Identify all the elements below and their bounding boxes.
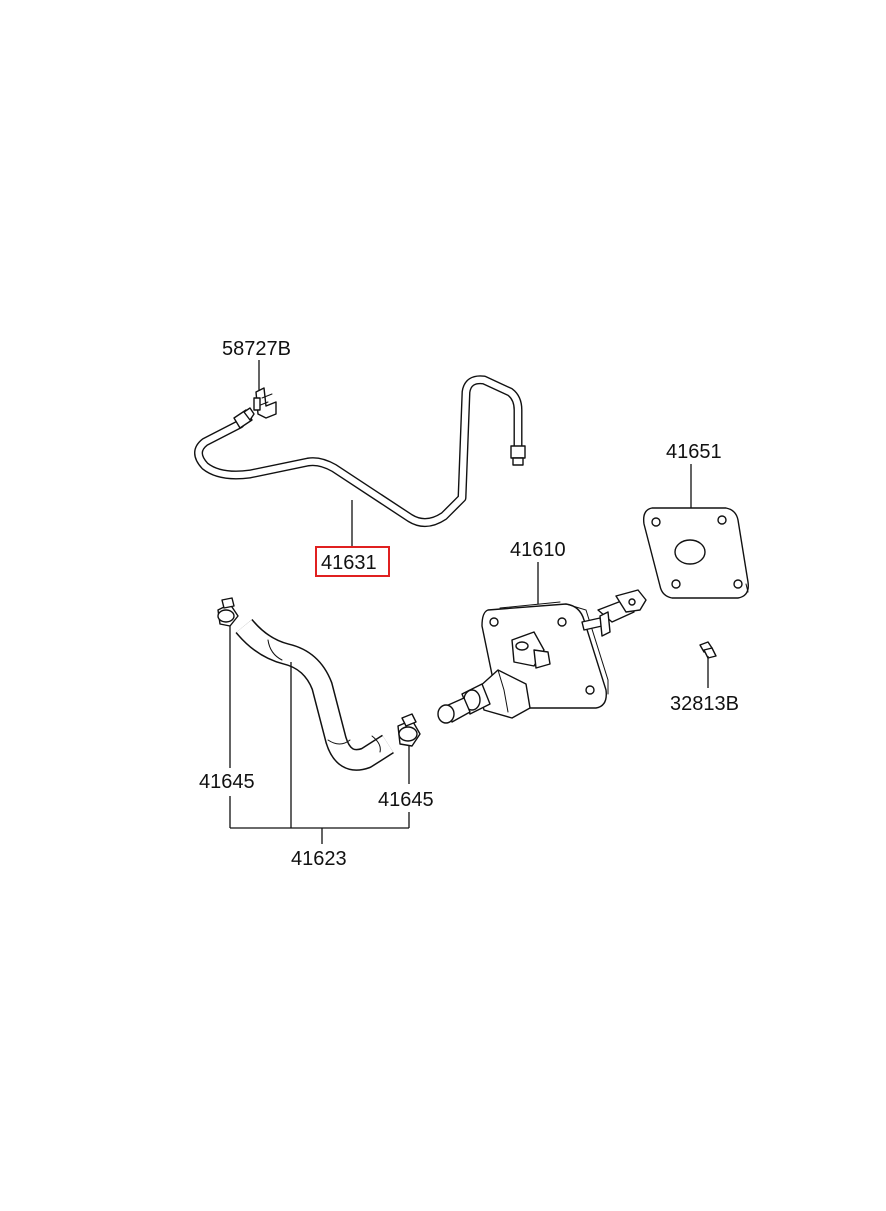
clip-58727b[interactable]: [253, 387, 277, 419]
label-41645-left[interactable]: 41645: [199, 771, 255, 793]
label-32813b[interactable]: 32813B: [670, 693, 739, 715]
highlight-box: [315, 546, 390, 577]
hose-clamp-41645-left[interactable]: [217, 597, 239, 627]
label-41631[interactable]: 41631: [321, 552, 377, 574]
cover-plate-41651[interactable]: [642, 507, 749, 599]
bolt-32813b[interactable]: [699, 641, 717, 659]
label-41651[interactable]: 41651: [666, 441, 722, 463]
label-41610[interactable]: 41610: [510, 539, 566, 561]
clutch-pipe-41631[interactable]: [194, 375, 526, 527]
hose-clamp-41645-right[interactable]: [397, 713, 421, 747]
master-cylinder-41610[interactable]: [437, 589, 647, 724]
label-41645-right[interactable]: 41645: [378, 789, 434, 811]
label-41623[interactable]: 41623: [291, 848, 347, 870]
label-58727b[interactable]: 58727B: [222, 338, 291, 360]
leader-lines: [229, 360, 709, 844]
hose-41623[interactable]: [235, 618, 394, 771]
